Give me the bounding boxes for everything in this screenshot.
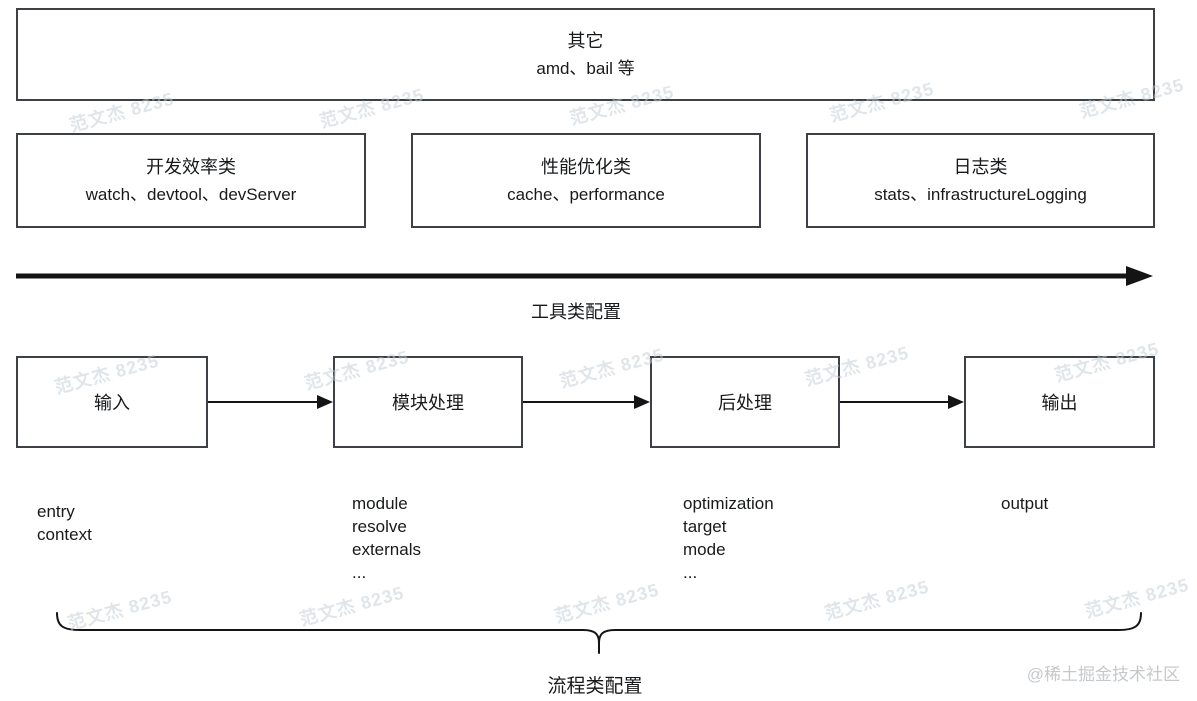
performance-items: cache、performance xyxy=(507,184,665,204)
prop-item: ... xyxy=(352,563,367,582)
other-config-items: amd、bail 等 xyxy=(536,58,635,78)
flow-step-output: 输出 xyxy=(964,356,1155,448)
output-props-list: output xyxy=(1001,492,1048,515)
module-props-list: module resolve externals ... xyxy=(352,492,421,584)
prop-item: externals xyxy=(352,540,421,559)
flow-step-postprocess-label: 后处理 xyxy=(718,393,772,413)
performance-box: 性能优化类 cache、performance xyxy=(411,133,761,228)
flow-config-brace xyxy=(56,612,1142,654)
prop-item: output xyxy=(1001,494,1049,513)
flow-step-postprocess: 后处理 xyxy=(650,356,840,448)
dev-efficiency-items: watch、devtool、devServer xyxy=(85,184,297,204)
logging-box: 日志类 stats、infrastructureLogging xyxy=(806,133,1155,228)
prop-item: mode xyxy=(683,540,726,559)
logging-items: stats、infrastructureLogging xyxy=(874,184,1087,204)
dev-efficiency-title: 开发效率类 xyxy=(146,156,236,177)
prop-item: context xyxy=(37,525,92,544)
prop-item: ... xyxy=(683,563,698,582)
flow-step-input-label: 输入 xyxy=(94,393,130,413)
prop-item: resolve xyxy=(352,517,407,536)
tool-config-label: 工具类配置 xyxy=(531,302,621,322)
tool-config-arrow xyxy=(16,266,1153,286)
other-config-box: 其它 amd、bail 等 xyxy=(16,8,1155,101)
other-config-title: 其它 xyxy=(567,30,604,51)
flow-config-label: 流程类配置 xyxy=(547,676,643,697)
flow-step-module-label: 模块处理 xyxy=(392,393,464,413)
community-watermark: @稀土掘金技术社区 xyxy=(1026,665,1180,684)
flow-connector-arrows xyxy=(208,395,964,409)
prop-item: entry xyxy=(37,502,75,521)
prop-item: module xyxy=(352,494,408,513)
prop-item: target xyxy=(683,517,727,536)
dev-efficiency-box: 开发效率类 watch、devtool、devServer xyxy=(16,133,366,228)
flow-step-output-label: 输出 xyxy=(1041,393,1078,413)
logging-title: 日志类 xyxy=(953,156,1008,177)
flow-step-module: 模块处理 xyxy=(333,356,523,448)
postprocess-props-list: optimization target mode ... xyxy=(683,492,774,584)
performance-title: 性能优化类 xyxy=(541,156,631,177)
input-props-list: entry context xyxy=(37,500,92,546)
prop-item: optimization xyxy=(683,494,774,513)
flow-step-input: 输入 xyxy=(16,356,208,448)
